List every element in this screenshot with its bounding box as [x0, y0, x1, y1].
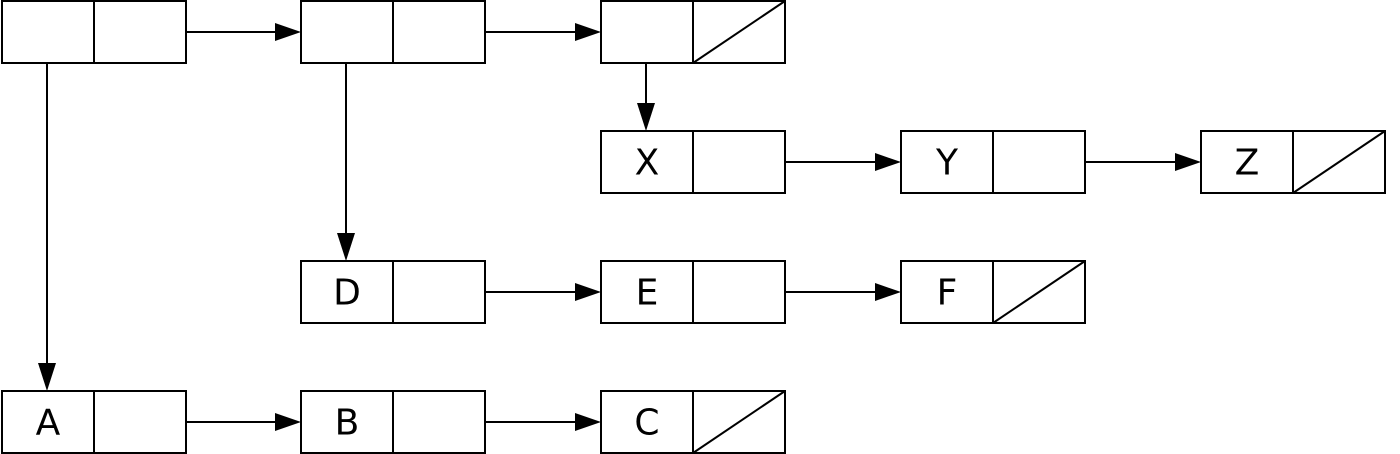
- arrowhead: [875, 283, 901, 301]
- node-label: A: [36, 403, 61, 444]
- null-pointer-slash: [692, 390, 786, 454]
- node-f: F: [900, 260, 1086, 324]
- link-b-to-c: [485, 413, 601, 431]
- link-e-to-f: [785, 283, 901, 301]
- node-list-head-2: [300, 0, 486, 64]
- link-x-to-y: [785, 153, 901, 171]
- node-list-head-1: [1, 0, 187, 64]
- node-label: D: [333, 273, 361, 314]
- arrowhead: [1175, 153, 1201, 171]
- arrowhead: [575, 283, 601, 301]
- node-z: Z: [1200, 130, 1386, 194]
- node-label: B: [335, 403, 360, 444]
- node-d: D: [300, 260, 486, 324]
- arrowhead: [575, 23, 601, 41]
- link-list-head-3-to-x: [637, 63, 655, 131]
- link-a-to-b: [186, 413, 301, 431]
- arrowhead: [275, 413, 301, 431]
- link-list-head-1-to-list-head-2: [186, 23, 301, 41]
- link-y-to-z: [1085, 153, 1201, 171]
- null-pointer-slash: [992, 260, 1086, 324]
- arrowhead: [875, 153, 901, 171]
- node-list-head-3: [600, 0, 786, 64]
- null-pointer-slash: [1292, 130, 1386, 194]
- node-label: C: [634, 403, 659, 444]
- node-label: E: [636, 273, 659, 314]
- arrowhead: [637, 103, 655, 131]
- arrowhead: [38, 363, 56, 391]
- node-c: C: [600, 390, 786, 454]
- link-list-head-1-to-a: [38, 63, 56, 391]
- node-b: B: [300, 390, 486, 454]
- node-label: Z: [1235, 143, 1260, 184]
- link-list-head-2-to-list-head-3: [485, 23, 601, 41]
- links-layer: [38, 23, 1201, 431]
- arrowhead: [275, 23, 301, 41]
- arrowhead: [337, 233, 355, 261]
- node-label: Y: [935, 143, 959, 184]
- node-label: F: [937, 273, 958, 314]
- node-x: X: [600, 130, 786, 194]
- node-a: A: [1, 390, 187, 454]
- node-y: Y: [900, 130, 1086, 194]
- node-label: X: [635, 143, 660, 184]
- link-d-to-e: [485, 283, 601, 301]
- link-list-head-2-to-d: [337, 63, 355, 261]
- node-e: E: [600, 260, 786, 324]
- arrowhead: [575, 413, 601, 431]
- null-pointer-slash: [692, 0, 786, 64]
